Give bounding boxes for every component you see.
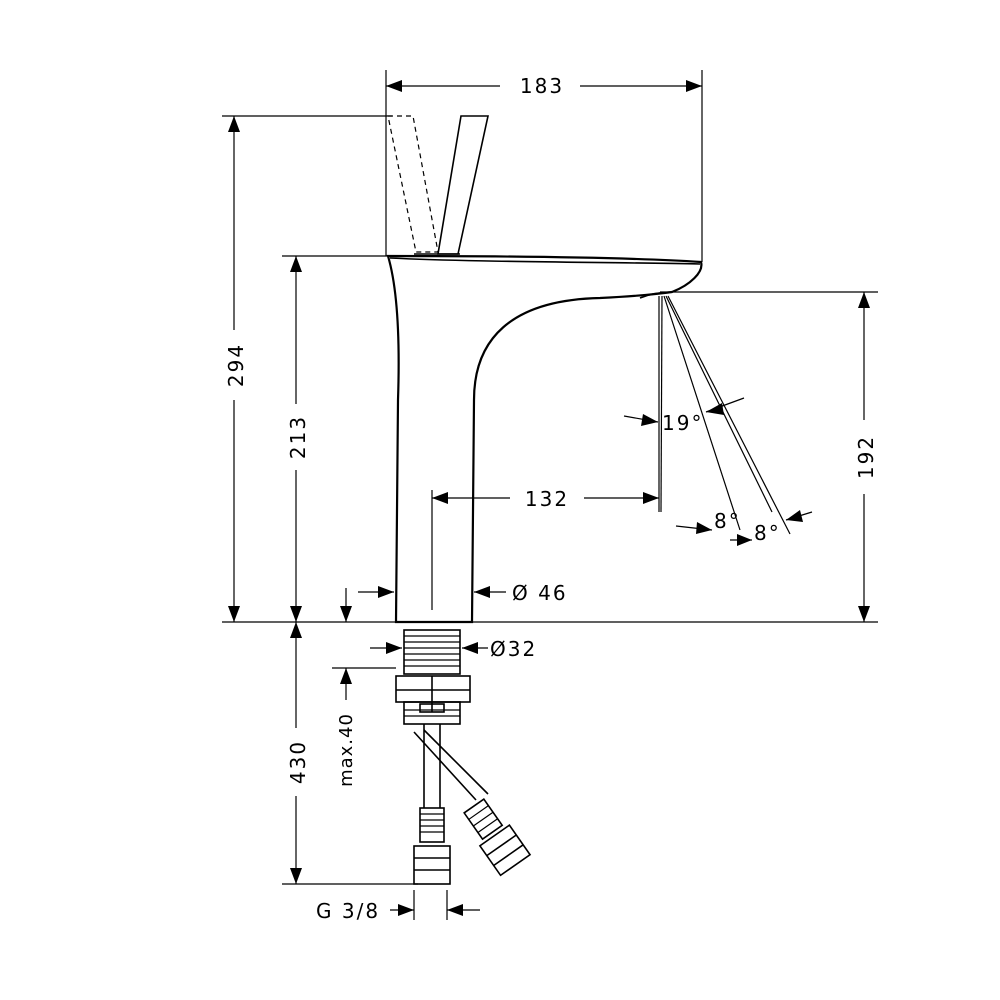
dim-body-diameter-label: Ø 46 [512, 581, 568, 605]
handle-lever [437, 115, 489, 255]
dimension-body-diameter: Ø 46 [358, 581, 568, 605]
dimension-max-deck: max.40 [336, 588, 357, 787]
hose-nut-left [413, 845, 451, 885]
dimension-shank-diameter: Ø32 [370, 637, 537, 661]
dim-max-deck-label: max.40 [336, 713, 357, 787]
threaded-shank [403, 629, 461, 675]
angle-spray-label: 19° [662, 411, 703, 435]
angle-spray: 19° [623, 397, 745, 435]
dim-body-height-label: 213 [286, 415, 310, 459]
faucet-body [386, 115, 791, 624]
mounting-nut [395, 675, 471, 703]
shank-assembly [395, 629, 532, 885]
hose-nut-right [478, 824, 532, 877]
dimension-below-deck: 430 [286, 622, 310, 884]
handle-lever-alternate [387, 115, 439, 253]
dim-shank-diameter-label: Ø32 [490, 637, 537, 661]
hose-fitting-right [463, 798, 504, 841]
angle-a-label: 8° [714, 509, 741, 533]
dimension-body-height: 213 [286, 256, 310, 622]
angle-b: 8° [754, 510, 813, 545]
angle-b-label: 8° [754, 521, 781, 545]
extension-lines [222, 70, 878, 920]
dim-thread-label: G 3/8 [316, 899, 380, 923]
dim-below-deck-label: 430 [286, 740, 310, 784]
hose-fitting-left [419, 807, 445, 843]
dimension-spout-height: 192 [854, 292, 878, 622]
dim-spout-height-label: 192 [854, 435, 878, 479]
dim-overall-width-label: 183 [520, 74, 564, 98]
dim-overall-height-label: 294 [224, 343, 248, 387]
dim-spout-reach-label: 132 [525, 487, 569, 511]
dimension-overall-width: 183 [386, 74, 702, 98]
angle-a: 8° [675, 509, 752, 546]
dimension-thread: G 3/8 [316, 899, 480, 923]
dimension-overall-height: 294 [224, 116, 248, 622]
faucet-outline [386, 254, 703, 624]
dimension-spout-reach: 132 [432, 487, 659, 511]
spray-lines [660, 295, 791, 535]
